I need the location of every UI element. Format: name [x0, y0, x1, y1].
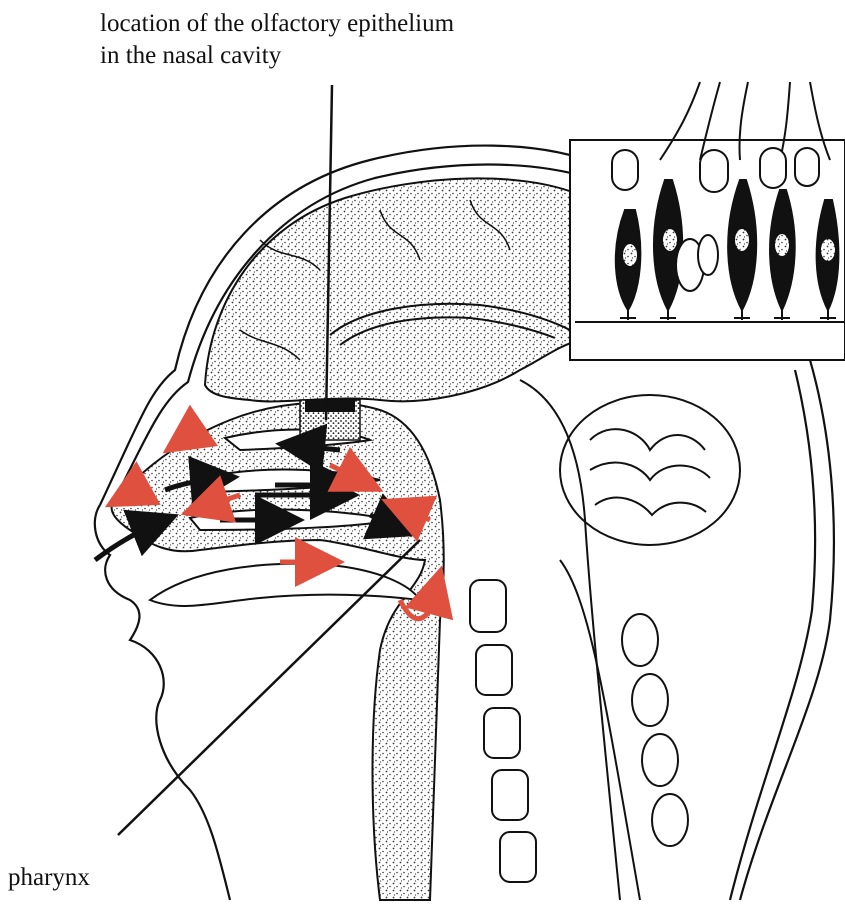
face-profile: [95, 505, 230, 900]
brain: [205, 178, 580, 401]
nasal-cavity: [112, 403, 444, 900]
vertebrae: [470, 580, 688, 882]
epithelium-inset: [570, 82, 845, 360]
cerebellum: [560, 395, 740, 545]
